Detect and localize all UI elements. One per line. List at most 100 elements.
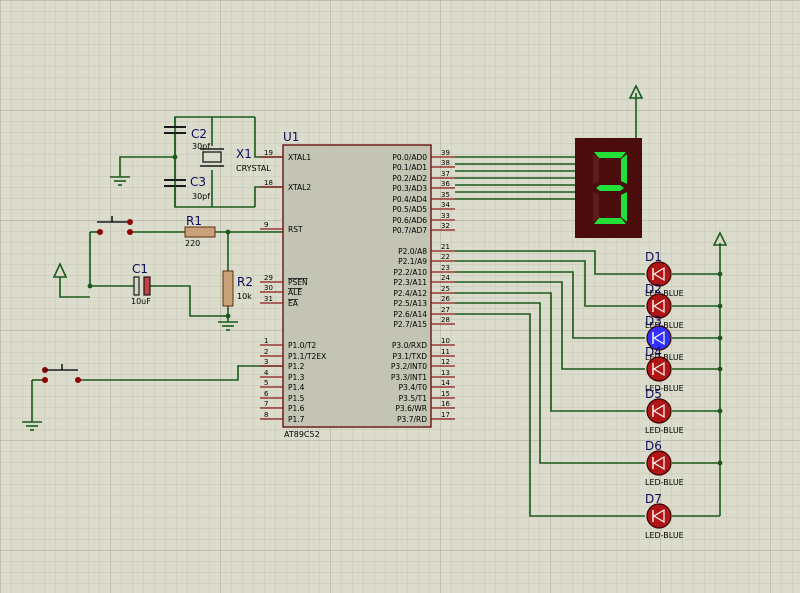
pin-number: 39 [441,149,450,157]
led-value: LED-BLUE [645,426,684,435]
pin-number: 1 [264,337,268,345]
c3-ref: C3 [190,175,206,189]
pin-number: 9 [264,221,268,229]
reset-pushbutton[interactable] [97,216,133,235]
pin-number: 4 [264,369,269,377]
pin-number: 23 [441,264,450,272]
led-body [646,398,672,424]
capacitor-c3[interactable]: C3 30pf [164,157,210,207]
led-value: LED-BLUE [645,289,684,298]
seven-segment-display[interactable]: 3 [0,0,642,238]
r1-value: 220 [185,239,200,248]
pin-number: 28 [441,316,450,324]
ground-symbol [110,176,130,186]
led-value: LED-BLUE [645,321,684,330]
pin-number: 32 [441,222,450,230]
ground-symbol [218,321,238,331]
pin-name: P1.2 [288,362,305,371]
pin-number: 14 [441,379,450,387]
diode-icon [652,298,665,314]
pin-name: P2.2/A10 [393,268,427,277]
r1-ref: R1 [186,214,202,228]
pin-name: P3.6/WR [395,404,427,413]
diode-icon [652,455,665,471]
pin-number: 7 [264,400,268,408]
power-terminal-icon [52,262,68,278]
input-pushbutton[interactable] [42,364,81,383]
resistor-r1[interactable]: R1 220 [184,214,216,248]
pin-number: 30 [264,284,273,292]
led-ref: D1 [645,250,662,264]
capacitor-c2[interactable]: C2 30pf [164,117,210,151]
pin-name: P0.1/AD1 [392,163,427,172]
led-column: D1LED-BLUED2LED-BLUED3LED-BLUED4LED-BLUE… [645,250,684,540]
pin-name: P1.6 [288,404,305,413]
capacitor-c1[interactable]: C1 10uF [131,262,151,306]
pin-name: P0.3/AD3 [392,184,427,193]
segment-b [621,154,627,184]
pin-number: 17 [441,411,450,419]
diode-icon [652,361,665,377]
pin-number: 37 [441,170,450,178]
ground-symbol [22,421,42,431]
resistor-r2[interactable]: R2 10k [222,270,253,307]
segment-f [593,154,599,184]
pin-name: P1.3 [288,373,305,382]
led-body [646,503,672,529]
c2-ref: C2 [191,127,207,141]
c2-value: 30pf [192,142,210,151]
pin-number: 12 [441,358,450,366]
pin-number: 31 [264,295,273,303]
crystal-x1[interactable]: X1 CRYSTAL [200,147,271,173]
pin-number: 6 [264,390,269,398]
